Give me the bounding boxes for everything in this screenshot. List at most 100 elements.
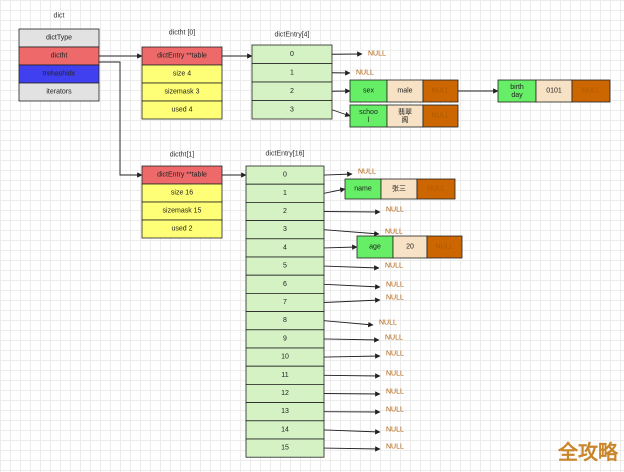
table0-slot-label: 3 xyxy=(290,106,294,113)
table1-slot-0-null-arrow xyxy=(323,171,353,177)
entry-name-next-text: NULL xyxy=(427,186,445,193)
table1-slot-label: 12 xyxy=(281,390,289,397)
ht0-title: dictht [0] xyxy=(169,30,196,37)
ht1-field-used-2 xyxy=(141,219,223,239)
entry-school-value-text-line: 阁 xyxy=(402,115,409,124)
table1-slot-label: 3 xyxy=(283,226,287,233)
entry-sex-next xyxy=(422,79,459,103)
entry-school-next-text: NULL xyxy=(432,113,450,120)
table1-slot-5-null: NULL xyxy=(385,263,403,270)
table1-slot-14-null-arrow xyxy=(323,429,381,435)
table1-slot-7-null: NULL xyxy=(386,295,404,302)
entry-age-key-text: age xyxy=(369,244,381,251)
ht0-field-label: dictEntry **table xyxy=(157,53,207,60)
ht0-field-label: size 4 xyxy=(173,71,191,78)
table1-slot-12-null: NULL xyxy=(386,389,404,396)
table1-slot-3-null-arrow xyxy=(323,229,380,237)
table1-slot-10-null-arrow xyxy=(323,353,381,359)
table1-slot-9-null: NULL xyxy=(385,335,403,342)
ht1-field-label: sizemask 15 xyxy=(163,208,202,215)
table1-slot-label: 8 xyxy=(283,317,287,324)
table1-slot-label: 1 xyxy=(283,190,287,197)
entry-name-next xyxy=(416,178,456,200)
table1-slot-7-null-arrow xyxy=(323,297,381,303)
entry-school-next xyxy=(422,104,459,128)
table1-slot-label: 14 xyxy=(281,426,289,433)
table1-slot-15-null: NULL xyxy=(386,444,404,451)
entry-birthday-key-text-line: day xyxy=(511,92,523,99)
pointer-arrows xyxy=(99,51,499,452)
structure-labels: dictdictTypedicthttrehashidxiteratorsdic… xyxy=(43,13,619,465)
table0-title: dictEntry[4] xyxy=(274,32,309,39)
table0-slot-3-entry-arrow xyxy=(331,109,351,117)
table0-slot-label: 0 xyxy=(290,51,294,58)
table1-slot-label: 9 xyxy=(283,335,287,342)
entry-school-value-text: 翡翠阁 xyxy=(398,107,412,124)
dict-field-iterators xyxy=(18,82,100,102)
dict-field-label: trehashidx xyxy=(43,71,76,78)
dict-field-label: iterators xyxy=(46,89,72,96)
table1-slot-9-null-arrow xyxy=(323,337,380,343)
entry-age-next-text: NULL xyxy=(436,244,454,251)
dict-title: dict xyxy=(54,13,65,20)
table1-slot-label: 10 xyxy=(281,354,289,361)
ht1-field-label: size 16 xyxy=(171,190,193,197)
entry-sex-key-text: sex xyxy=(363,88,374,95)
ht1-field-label: dictEntry **table xyxy=(157,172,207,179)
table1-slot-15 xyxy=(245,438,325,458)
table0-slot-3 xyxy=(251,100,333,120)
entry-birthday-value-text: 0101 xyxy=(546,88,562,95)
table1-slot-3-null: NULL xyxy=(385,229,403,236)
table1-slot-11-null: NULL xyxy=(386,371,404,378)
table0-slot-label: 2 xyxy=(290,88,294,95)
entry-name-value-text: 张三 xyxy=(392,184,406,193)
table1-slot-label: 5 xyxy=(283,263,287,270)
table1-slot-label: 11 xyxy=(281,372,288,379)
entry-school-key-text-line: schoo xyxy=(359,109,378,116)
ht0-field-used-4 xyxy=(141,100,223,120)
entry-birthday-next xyxy=(571,79,611,103)
table1-slot-6-null-arrow xyxy=(323,283,381,290)
entry-school-value-text-line: 翡翠 xyxy=(398,107,412,116)
table1-slot-6-null: NULL xyxy=(386,282,404,289)
dict-to-ht1-arrow xyxy=(99,61,143,178)
table1-slot-2-null: NULL xyxy=(386,207,404,214)
table1-slot-8-null-arrow xyxy=(323,320,374,328)
table1-slot-label: 0 xyxy=(283,172,287,179)
table1-slot-4-entry-arrow xyxy=(323,244,358,250)
table1-slot-14-null: NULL xyxy=(386,427,404,434)
dict-field-label: dictht xyxy=(51,53,68,60)
entry-sex-next-text: NULL xyxy=(432,88,450,95)
ht1-title: dictht[1] xyxy=(170,152,195,159)
watermark-logo: 全攻略 xyxy=(557,440,619,464)
table1-slot-8-null: NULL xyxy=(379,320,397,327)
table1-slot-5-null-arrow xyxy=(323,265,380,271)
table1-title: dictEntry[16] xyxy=(266,151,305,158)
table1-slot-1-entry-arrow xyxy=(323,187,346,194)
table1-slot-12-null-arrow xyxy=(323,391,381,397)
table1-slot-label: 7 xyxy=(283,299,287,306)
table0-slot-0-null: NULL xyxy=(368,51,386,58)
entry-birthday-key-text-line: birth xyxy=(510,84,524,91)
table1-slot-label: 15 xyxy=(281,445,289,452)
entry-age-value-text: 20 xyxy=(406,244,414,251)
ht0-field-label: used 4 xyxy=(171,107,192,114)
ht0-field-label: sizemask 3 xyxy=(164,89,199,96)
table1-slot-10-null: NULL xyxy=(386,351,404,358)
ht1-field-label: used 2 xyxy=(171,226,192,233)
table1-slot-13-null: NULL xyxy=(386,407,404,414)
entry-school-key-text-line: l xyxy=(368,117,370,124)
table1-slot-label: 2 xyxy=(283,208,287,215)
table1-slot-label: 4 xyxy=(283,244,287,251)
table1-slot-0-null: NULL xyxy=(358,169,376,176)
entry-age-next xyxy=(426,235,463,259)
table1-slot-label: 13 xyxy=(281,408,289,415)
entry-birthday-next-text: NULL xyxy=(582,88,600,95)
entry-sex-value-text: male xyxy=(397,88,412,95)
table1-slot-15-null-arrow xyxy=(323,446,381,452)
structure-boxes xyxy=(18,28,611,458)
table1-slot-label: 6 xyxy=(283,281,287,288)
